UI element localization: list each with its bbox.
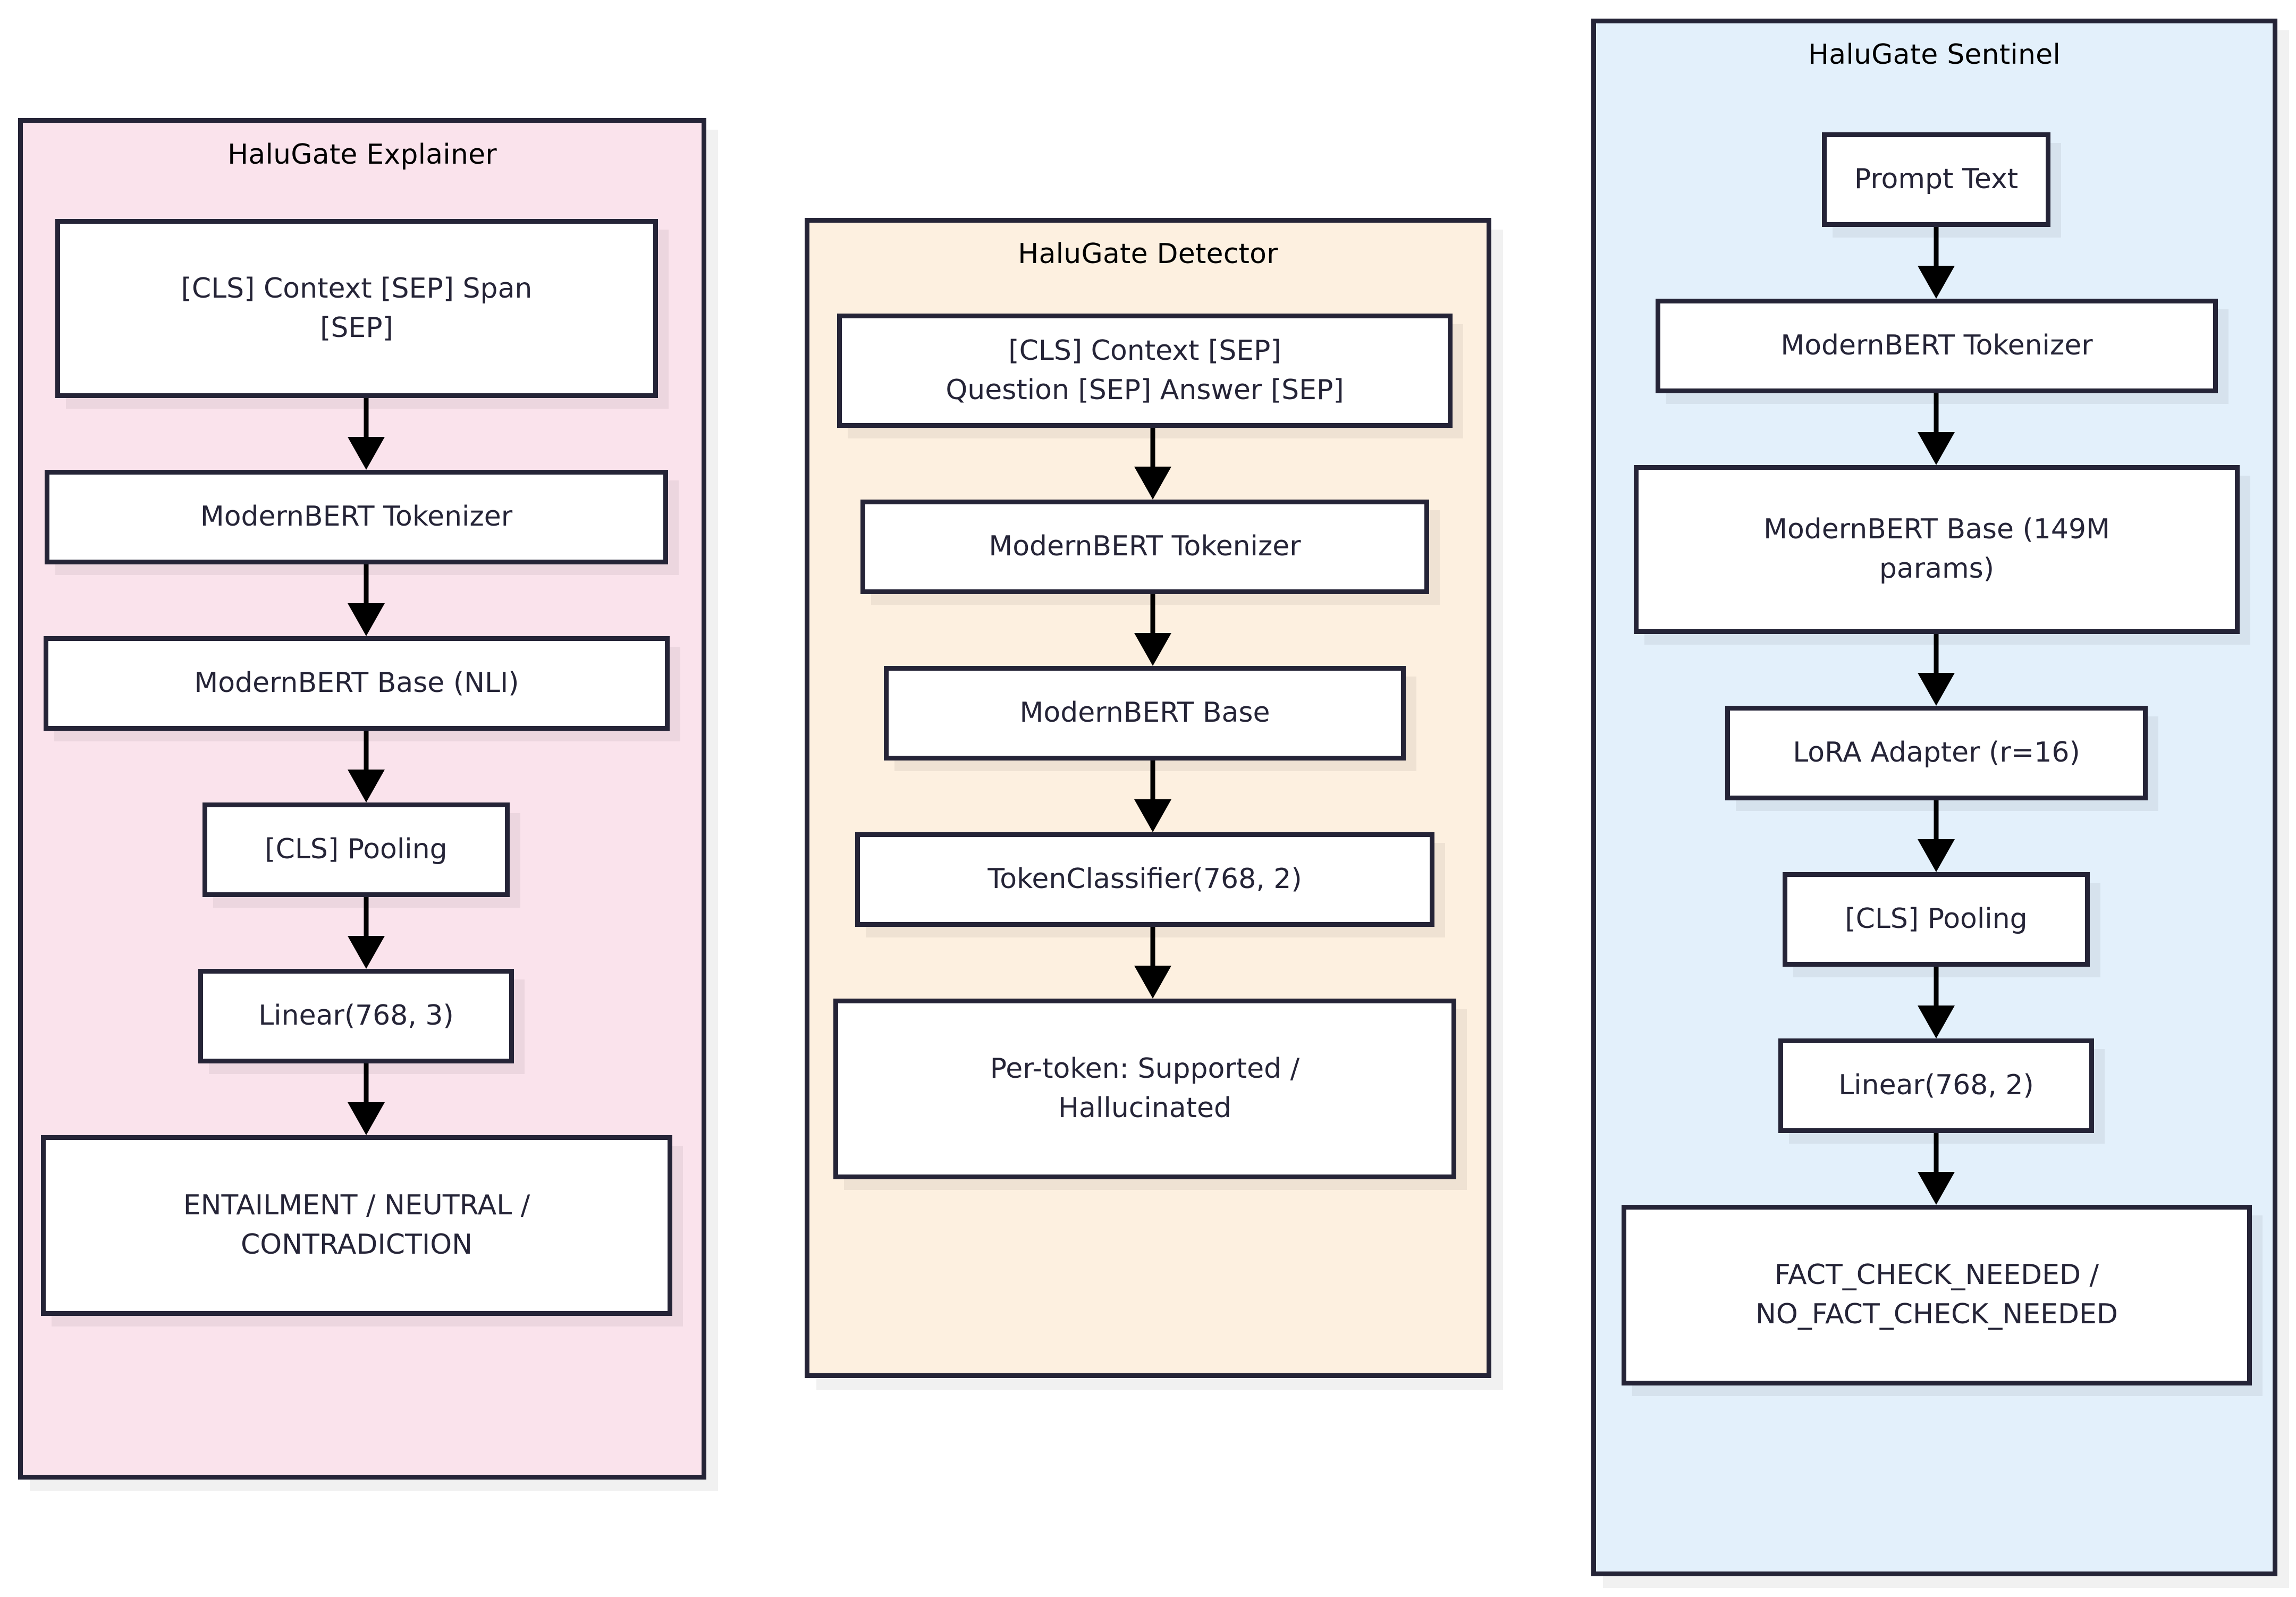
arrow-shaft (1150, 594, 1155, 633)
node-explainer-input: [CLS] Context [SEP] Span [SEP] (55, 219, 658, 398)
arrow-head (348, 1102, 385, 1135)
arrow-shaft (1934, 634, 1939, 673)
arrow-shaft (364, 398, 369, 437)
node-line: TokenClassifier(768, 2) (987, 863, 1302, 895)
node-line: ENTAILMENT / NEUTRAL / (183, 1189, 530, 1222)
node-detector-tokenizer: ModernBERT Tokenizer (860, 500, 1429, 594)
arrow-head (1134, 799, 1171, 832)
node-line: NO_FACT_CHECK_NEEDED (1755, 1298, 2118, 1330)
arrow-shaft (1934, 227, 1939, 266)
arrow-head (1918, 839, 1955, 872)
node-line: Linear(768, 2) (1838, 1069, 2034, 1102)
node-line: ModernBERT Base (NLI) (194, 667, 519, 699)
node-line: params) (1879, 553, 1995, 585)
arrow-head (1134, 633, 1171, 666)
arrow-head (1918, 673, 1955, 706)
node-explainer-tokenizer: ModernBERT Tokenizer (45, 470, 668, 564)
arrow-head (348, 936, 385, 969)
arrow-shaft (364, 897, 369, 936)
arrow-head (1918, 1005, 1955, 1038)
node-explainer-pooling: [CLS] Pooling (202, 802, 510, 897)
node-sentinel-tokenizer: ModernBERT Tokenizer (1656, 299, 2218, 393)
arrow-shaft (1934, 800, 1939, 839)
arrow-head (1918, 432, 1955, 465)
node-line: LoRA Adapter (r=16) (1793, 737, 2080, 769)
node-explainer-output: ENTAILMENT / NEUTRAL / CONTRADICTION (41, 1135, 672, 1316)
node-line: Per-token: Supported / (990, 1053, 1300, 1085)
node-explainer-backbone: ModernBERT Base (NLI) (44, 636, 670, 731)
node-line: Linear(768, 3) (258, 1000, 454, 1032)
arrow-shaft (364, 731, 369, 770)
arrow-shaft (1934, 393, 1939, 432)
node-sentinel-backbone: ModernBERT Base (149M params) (1634, 465, 2240, 634)
node-line: Hallucinated (1058, 1092, 1232, 1124)
arrow-shaft (1934, 967, 1939, 1005)
arrow-head (1134, 467, 1171, 500)
node-sentinel-pooling: [CLS] Pooling (1783, 872, 2090, 967)
arrow-shaft (1150, 428, 1155, 467)
subgraph-halugate-explainer: HaluGate Explainer [CLS] Context [SEP] S… (18, 118, 706, 1480)
arrow-head (348, 770, 385, 802)
node-line: CONTRADICTION (240, 1229, 473, 1261)
node-line: [CLS] Pooling (265, 833, 448, 866)
arrow-shaft (364, 1063, 369, 1102)
node-line: [CLS] Context [SEP] Span (181, 272, 533, 305)
node-line: [CLS] Pooling (1845, 903, 2028, 935)
node-detector-token-classifier: TokenClassifier(768, 2) (855, 832, 1434, 927)
node-line: [CLS] Context [SEP] (1008, 334, 1281, 367)
node-detector-input: [CLS] Context [SEP] Question [SEP] Answe… (837, 314, 1453, 428)
arrow-head (348, 437, 385, 470)
node-line: ModernBERT Tokenizer (200, 501, 513, 533)
subgraph-halugate-sentinel: HaluGate Sentinel Prompt Text ModernBERT… (1591, 19, 2277, 1576)
arrow-head (1918, 1172, 1955, 1205)
node-sentinel-output: FACT_CHECK_NEEDED / NO_FACT_CHECK_NEEDED (1622, 1205, 2252, 1385)
arrow-head (1134, 966, 1171, 999)
arrow-shaft (1150, 927, 1155, 966)
arrow-head (1918, 266, 1955, 299)
node-line: ModernBERT Tokenizer (1780, 329, 2093, 362)
node-sentinel-prompt-text: Prompt Text (1822, 132, 2050, 227)
arrow-shaft (1150, 761, 1155, 799)
node-line: ModernBERT Tokenizer (989, 530, 1301, 563)
node-line: Question [SEP] Answer [SEP] (946, 374, 1344, 406)
subgraph-title-sentinel: HaluGate Sentinel (1808, 39, 2061, 71)
node-line: FACT_CHECK_NEEDED / (1774, 1259, 2099, 1291)
node-line: [SEP] (320, 311, 393, 344)
node-detector-backbone: ModernBERT Base (884, 666, 1406, 761)
subgraph-title-explainer: HaluGate Explainer (227, 139, 497, 171)
arrow-shaft (1934, 1133, 1939, 1172)
node-line: Prompt Text (1854, 163, 2019, 196)
subgraph-title-detector: HaluGate Detector (1018, 238, 1278, 270)
arrow-shaft (364, 564, 369, 603)
node-line: ModernBERT Base (149M (1763, 513, 2110, 546)
node-explainer-linear: Linear(768, 3) (198, 969, 514, 1063)
subgraph-halugate-detector: HaluGate Detector [CLS] Context [SEP] Qu… (805, 218, 1491, 1378)
arrow-head (348, 603, 385, 636)
node-sentinel-linear: Linear(768, 2) (1778, 1038, 2094, 1133)
node-detector-output: Per-token: Supported / Hallucinated (833, 999, 1456, 1179)
node-line: ModernBERT Base (1019, 697, 1270, 729)
node-sentinel-lora-adapter: LoRA Adapter (r=16) (1725, 706, 2148, 800)
